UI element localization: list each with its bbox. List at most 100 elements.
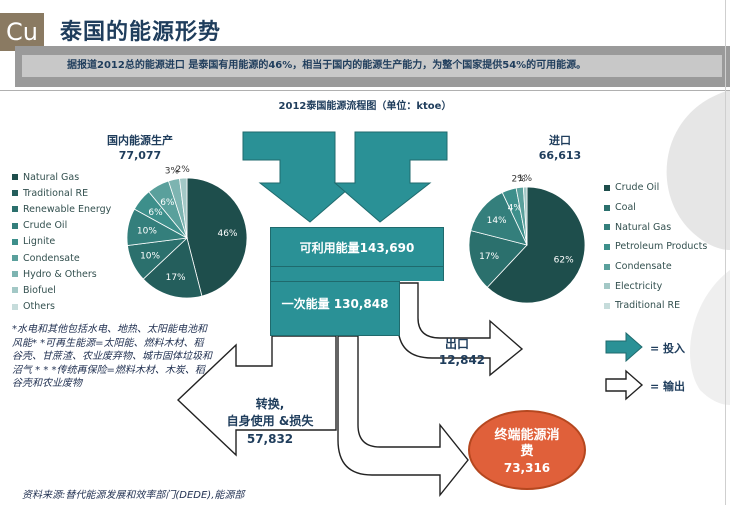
right-top-arc bbox=[666, 90, 730, 250]
export-arrow bbox=[397, 282, 524, 377]
domestic-pie-label: 10% bbox=[140, 251, 160, 261]
flow-chart-title: 2012泰国能源流程图（单位：ktoe） bbox=[278, 101, 452, 112]
legend-swatch bbox=[12, 287, 18, 294]
output-key-arrow bbox=[605, 369, 644, 401]
domestic-pie-label: 2% bbox=[176, 165, 191, 175]
available-energy-box: 可利用能量143,690 bbox=[270, 227, 444, 267]
domestic-input-arrow bbox=[242, 131, 357, 223]
source-note: 资料来源:替代能源发展和效率部门(DEDE),能源部 bbox=[22, 490, 245, 501]
output-key-label: = 输出 bbox=[650, 380, 686, 393]
page-title: 泰国的能源形势 bbox=[60, 20, 222, 45]
legend-label: Crude Oil bbox=[615, 182, 660, 194]
conversion-arrow bbox=[176, 335, 337, 457]
domestic-legend-item: Renewable Energy bbox=[12, 201, 111, 217]
final-value: 73,316 bbox=[503, 461, 551, 475]
imports-input-arrow bbox=[333, 131, 448, 223]
primary-energy-box: 一次能量 130,848 bbox=[270, 281, 400, 336]
imports-pie-label: 62% bbox=[554, 256, 574, 266]
imports-legend-item: Petroleum Products bbox=[604, 237, 707, 257]
final-label-1: 终端能源消 bbox=[494, 428, 560, 443]
legend-label: Petroleum Products bbox=[615, 241, 708, 253]
legend-label: Natural Gas bbox=[615, 221, 672, 233]
domestic-pie-label: 46% bbox=[217, 229, 237, 239]
imports-title: 进口 bbox=[549, 134, 571, 147]
legend-label: Coal bbox=[615, 202, 636, 214]
legend-label: Renewable Energy bbox=[23, 203, 112, 215]
legend-swatch bbox=[12, 190, 18, 197]
right-border bbox=[725, 0, 726, 505]
final-consumption-ellipse: 终端能源消 费 73,316 bbox=[468, 410, 586, 490]
domestic-value: 77,077 bbox=[118, 149, 162, 162]
imports-pie-slice bbox=[486, 186, 586, 304]
legend-swatch bbox=[604, 184, 610, 191]
legend-label: Lignite bbox=[23, 236, 56, 248]
export-value: 12,842 bbox=[438, 353, 486, 367]
legend-swatch bbox=[604, 224, 610, 231]
export-label: 出口 bbox=[444, 337, 469, 351]
domestic-pie-slice bbox=[142, 237, 203, 299]
legend-label: Biofuel bbox=[23, 284, 56, 296]
imports-value: 66,613 bbox=[538, 149, 582, 162]
imports-legend-item: Electricity bbox=[604, 276, 707, 296]
imports-legend-item: Traditional RE bbox=[604, 296, 707, 316]
domestic-legend-item: Condensate bbox=[12, 250, 111, 266]
domestic-legend-item: Biofuel bbox=[12, 282, 111, 298]
legend-swatch bbox=[12, 255, 18, 262]
domestic-legend-item: Crude Oil bbox=[12, 218, 111, 234]
input-key-label: = 投入 bbox=[650, 342, 686, 355]
imports-pie-slice bbox=[468, 230, 528, 288]
domestic-legend-item: Others bbox=[12, 299, 111, 315]
domestic-title: 国内能源生产 bbox=[107, 134, 173, 147]
legend-label: Others bbox=[23, 301, 55, 313]
domestic-legend-item: Natural Gas bbox=[12, 169, 111, 185]
imports-pie-label: 2% bbox=[511, 175, 526, 185]
imports-legend-item: Coal bbox=[604, 198, 707, 218]
right-bottom-arc bbox=[690, 270, 730, 405]
legend-swatch bbox=[604, 302, 610, 309]
imports-pie-slice bbox=[470, 191, 528, 246]
domestic-legend-item: Lignite bbox=[12, 234, 111, 250]
imports-pie-label: 17% bbox=[479, 252, 499, 262]
domestic-pie-chart: 46% 17% 10% 10% 6%6% 3%2% bbox=[126, 165, 248, 299]
final-label-2: 费 bbox=[520, 444, 534, 459]
legend-swatch bbox=[12, 271, 18, 278]
legend-label: Traditional RE bbox=[615, 300, 681, 312]
domestic-pie-label: 17% bbox=[166, 273, 186, 283]
legend-swatch bbox=[604, 204, 610, 211]
domestic-pie-slice bbox=[179, 177, 188, 239]
legend-swatch bbox=[604, 283, 610, 290]
domestic-pie-label: 6% bbox=[148, 208, 163, 218]
legend-label: Condensate bbox=[23, 252, 80, 264]
imports-pie-slice bbox=[522, 186, 528, 246]
imports-legend-item: Natural Gas bbox=[604, 217, 707, 237]
legend-label: Natural Gas bbox=[23, 171, 80, 183]
imports-pie-label: 1% bbox=[518, 174, 533, 184]
legend-label: Hydro & Others bbox=[23, 268, 97, 280]
banner-text: 据报道2012总的能源进口 是泰国有用能源的46%，相当于国内的能源生产能力，为… bbox=[22, 55, 722, 77]
conversion-label-2: 自身使用 &损失 bbox=[226, 414, 314, 428]
box-connector bbox=[270, 267, 444, 281]
domestic-pie-slice bbox=[186, 177, 248, 297]
conversion-value: 57,832 bbox=[246, 432, 294, 446]
domestic-legend-item: Traditional RE bbox=[12, 185, 111, 201]
footnote: *水电和其他包括水电、地热、太阳能电池和风能* *可再生能源=太阳能、燃料木材、… bbox=[12, 324, 212, 389]
imports-legend-item: Condensate bbox=[604, 257, 707, 277]
conversion-label-1: 转换, bbox=[255, 397, 285, 411]
domestic-pie-label: 6% bbox=[160, 198, 175, 208]
imports-pie-chart: 62%17%14%4%2%1% bbox=[468, 174, 586, 304]
logo: Cu bbox=[0, 13, 44, 51]
domestic-pie-label: 3% bbox=[165, 167, 180, 177]
imports-legend-item: Crude Oil bbox=[604, 178, 707, 198]
imports-pie-label: 14% bbox=[487, 216, 507, 226]
legend-swatch bbox=[604, 263, 610, 270]
domestic-legend-item: Hydro & Others bbox=[12, 266, 111, 282]
legend-swatch bbox=[12, 206, 18, 213]
domestic-pie-label: 10% bbox=[137, 226, 157, 236]
final-consumption-arrow bbox=[337, 335, 469, 497]
legend-swatch bbox=[12, 303, 18, 310]
legend-label: Condensate bbox=[615, 261, 672, 273]
header-divider bbox=[0, 90, 730, 91]
